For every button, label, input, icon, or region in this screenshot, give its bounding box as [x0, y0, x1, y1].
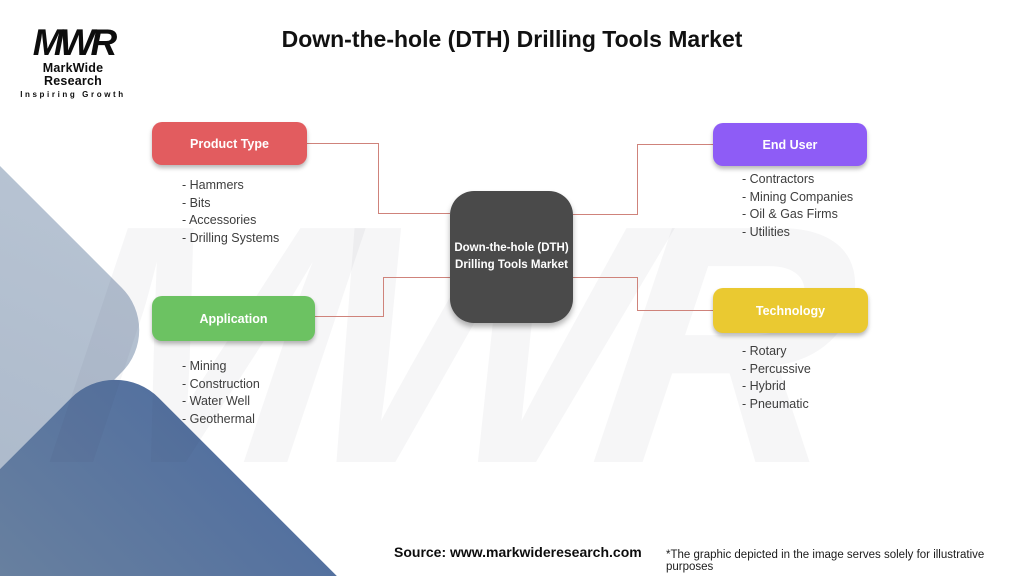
- item-list-technology: - Rotary - Percussive - Hybrid - Pneumat…: [742, 343, 811, 413]
- connector-technology-v: [637, 277, 638, 311]
- center-node: Down-the-hole (DTH) Drilling Tools Marke…: [450, 191, 573, 323]
- markwide-logo: MWR MarkWide Research Inspiring Growth: [18, 24, 128, 100]
- connector-product-type-h2: [378, 213, 450, 214]
- list-item: - Pneumatic: [742, 396, 809, 411]
- page-title: Down-the-hole (DTH) Drilling Tools Marke…: [281, 26, 743, 52]
- connector-application-h2: [383, 277, 450, 278]
- connector-product-type-h1: [307, 143, 378, 144]
- connector-end-user-v: [637, 144, 638, 215]
- list-item: - Mining Companies: [742, 189, 854, 204]
- list-item: - Oil & Gas Firms: [742, 207, 838, 222]
- connector-technology-h1: [573, 277, 637, 278]
- list-item: - Geothermal: [182, 411, 255, 426]
- list-item: - Water Well: [182, 394, 251, 409]
- center-node-line1: Down-the-hole (DTH): [454, 242, 569, 254]
- logo-company-name: MarkWide Research: [42, 61, 104, 88]
- source-text: Source: www.markwideresearch.com: [394, 544, 642, 560]
- list-item: - Bits: [182, 195, 211, 210]
- connector-end-user-h1: [573, 214, 637, 215]
- list-item: - Mining: [182, 359, 227, 373]
- category-box-end-user: End User: [713, 123, 867, 166]
- list-item: - Hammers: [182, 178, 244, 192]
- connector-end-user-h2: [637, 144, 713, 145]
- list-item: - Rotary: [742, 344, 787, 358]
- connector-application-v: [383, 277, 384, 317]
- category-label-technology: Technology: [755, 303, 826, 318]
- connector-technology-h2: [637, 310, 713, 311]
- item-list-application: - Mining - Construction - Water Well - G…: [182, 358, 260, 428]
- list-item: - Contractors: [742, 172, 815, 186]
- category-box-technology: Technology: [713, 288, 868, 333]
- list-item: - Accessories: [182, 213, 257, 228]
- category-label-application: Application: [199, 311, 268, 326]
- center-node-line2: Drilling Tools Market: [455, 259, 568, 271]
- category-label-end-user: End User: [762, 137, 818, 152]
- list-item: - Percussive: [742, 361, 811, 376]
- item-list-end-user: - Contractors - Mining Companies - Oil &…: [742, 171, 853, 241]
- list-item: - Drilling Systems: [182, 230, 280, 245]
- list-item: - Hybrid: [742, 379, 786, 394]
- connector-application-h1: [315, 316, 384, 317]
- list-item: - Construction: [182, 376, 260, 391]
- item-list-product-type: - Hammers - Bits - Accessories - Drillin…: [182, 177, 279, 247]
- category-box-application: Application: [152, 296, 315, 341]
- category-box-product-type: Product Type: [152, 122, 307, 165]
- logo-mwr-mark: MWR: [32, 22, 117, 63]
- list-item: - Utilities: [742, 224, 790, 239]
- disclaimer-text: *The graphic depicted in the image serve…: [666, 549, 985, 573]
- logo-tagline: Inspiring Growth: [20, 90, 126, 99]
- category-label-product-type: Product Type: [190, 136, 269, 151]
- connector-product-type-v: [378, 143, 379, 214]
